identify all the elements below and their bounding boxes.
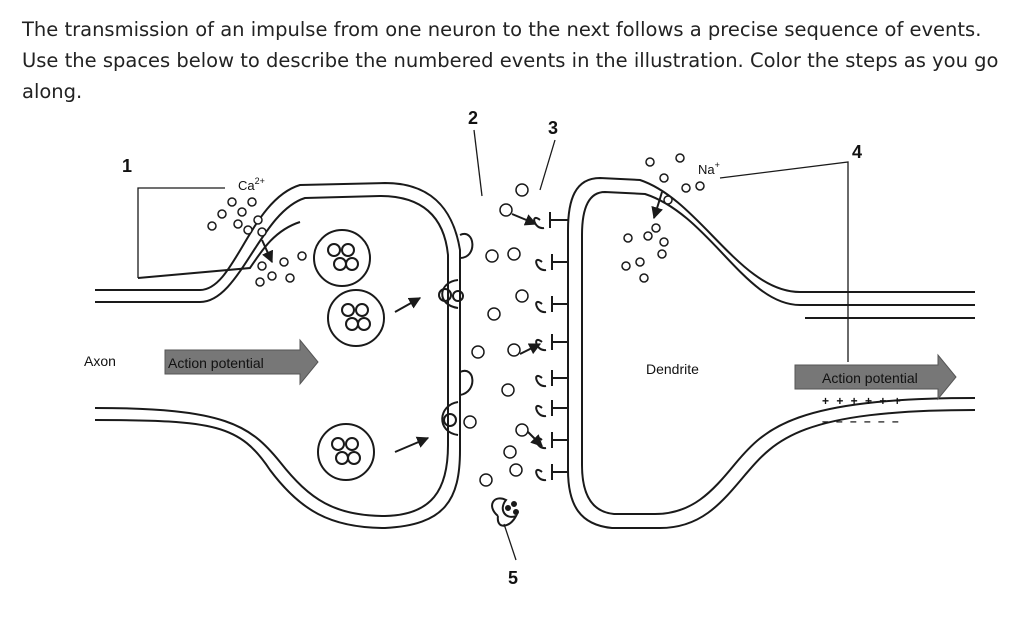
neurotransmitter-molecules (463, 183, 529, 487)
step-label-5: 5 (508, 568, 518, 588)
fusing-vesicles (438, 232, 474, 436)
sodium-ions (621, 153, 705, 283)
step-label-2: 2 (468, 108, 478, 128)
calcium-ions (207, 197, 307, 287)
positive-charges: + + + + + + (822, 394, 903, 408)
step-label-3: 3 (548, 118, 558, 138)
dendrite-label: Dendrite (646, 361, 699, 377)
negative-charges: – – – – – – (822, 414, 901, 428)
action-potential-label-right: Action potential (822, 370, 918, 386)
step-label-1: 1 (122, 156, 132, 176)
enzyme-breakdown (491, 497, 519, 527)
step-label-4: 4 (852, 142, 862, 162)
presynaptic-axon (94, 181, 461, 530)
synaptic-vesicles (313, 229, 385, 481)
instructions-text: The transmission of an impulse from one … (22, 18, 999, 103)
axon-label: Axon (84, 353, 116, 369)
leader-lines (137, 129, 849, 561)
postsynaptic-dendrite (567, 176, 976, 529)
sodium-ion-label: Na+ (698, 160, 720, 177)
vesicle-movement-arrows (394, 297, 430, 453)
receptors (533, 212, 568, 482)
binding-arrows (511, 213, 543, 447)
calcium-entry-arrow (261, 239, 273, 264)
action-potential-arrow-left (164, 338, 319, 386)
action-potential-label-left: Action potential (168, 355, 264, 371)
sodium-entry-arrow (651, 191, 663, 220)
action-potential-arrow-right (794, 353, 957, 401)
calcium-ion-label: Ca2+ (238, 176, 265, 193)
